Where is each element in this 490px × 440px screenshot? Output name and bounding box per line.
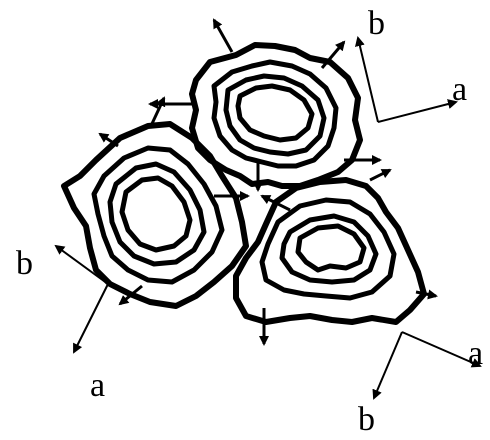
axes-bottom-right	[374, 332, 480, 398]
axis-b-arrow	[56, 246, 108, 284]
axis-a-arrow	[378, 102, 456, 122]
growth-arrow	[214, 20, 232, 52]
crystal-right	[236, 180, 424, 322]
crystal-top-core	[238, 86, 312, 140]
crystal-right-core	[298, 226, 364, 270]
axis-label-a-left: a	[90, 367, 105, 404]
axis-a-arrow	[74, 284, 108, 352]
crystal-left-core	[122, 178, 190, 250]
crystal-left	[64, 124, 246, 306]
growth-arrow	[370, 170, 390, 180]
axis-label-a-bottom-right: a	[468, 335, 483, 372]
axis-label-b-left: b	[16, 245, 33, 282]
axes-top-right	[358, 38, 456, 122]
axis-label-a-top-right: a	[452, 71, 467, 108]
axis-label-b-bottom-right: b	[358, 401, 375, 438]
axis-b-arrow	[358, 38, 378, 122]
axes-left	[56, 246, 108, 352]
axis-b-arrow	[374, 332, 402, 398]
axis-label-b-top-right: b	[368, 5, 385, 42]
